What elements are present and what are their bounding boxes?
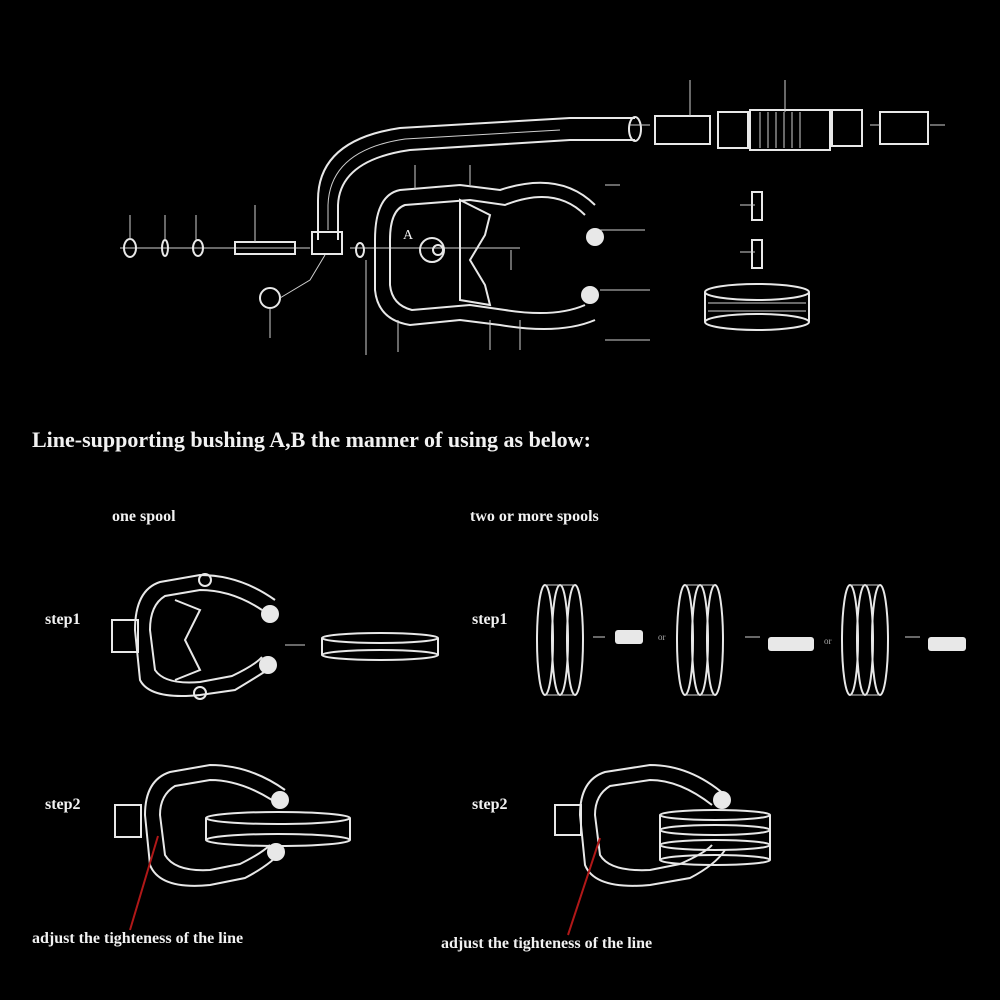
two-spools-step2-illustration <box>554 763 771 936</box>
axle-parts <box>120 205 520 338</box>
pointer-line <box>567 837 601 936</box>
two-spools-step2-label: step2 <box>472 796 508 813</box>
or-mark: or <box>824 636 832 646</box>
one-spool-step1-illustration <box>111 573 439 700</box>
part-label-a: A <box>403 228 414 243</box>
or-mark: or <box>658 632 666 642</box>
arm-tube <box>311 116 642 255</box>
one-spool-step2-label: step2 <box>45 796 81 813</box>
spool-holder-frame <box>365 165 650 355</box>
column-two-or-more-spools: two or more spools <box>470 508 599 525</box>
column-one-spool: one spool <box>112 508 176 525</box>
bushings-and-spool <box>704 191 810 331</box>
one-spool-step2-illustration <box>114 763 351 931</box>
two-spools-step1-illustration <box>536 584 966 696</box>
one-spool-step1-label: step1 <box>45 611 81 628</box>
two-spools-step1-label: step1 <box>472 611 508 628</box>
pointer-line <box>129 835 159 931</box>
two-spools-note: adjust the tighteness of the line <box>441 935 653 952</box>
one-spool-note: adjust the tighteness of the line <box>32 930 244 947</box>
handle-parts <box>630 80 945 151</box>
heading: Line-supporting bushing A,B the manner o… <box>32 427 591 452</box>
